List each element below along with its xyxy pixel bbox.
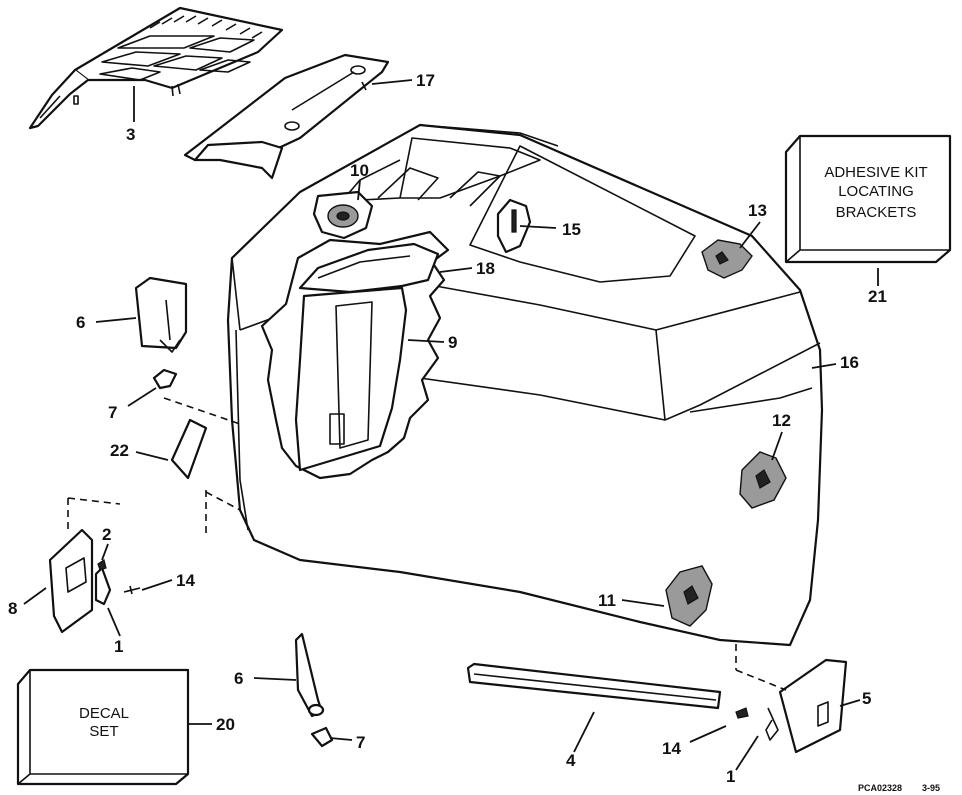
callout-9: 9 [448,333,457,352]
callout-14-left: 14 [176,571,195,590]
figure-code-date: 3-95 [922,783,940,793]
screw-part-14b [735,707,749,719]
callout-7-lower: 7 [356,733,365,752]
callout-14-right: 14 [662,739,681,758]
vent-grille-part [28,6,284,130]
patch-11 [665,565,713,627]
callout-21: 21 [868,287,887,306]
decal-plate-part [170,418,208,480]
grommet-part [312,190,374,240]
leader-lines [23,79,879,771]
figure-code-id: PCA02328 [858,783,902,793]
decal-set-line-1: DECAL [79,705,129,722]
latch-plate-part [496,198,532,254]
plug-lower-part [310,726,334,748]
clip-part-1b [765,707,779,741]
callout-20: 20 [216,715,235,734]
grille-slots [99,15,263,81]
adhesive-kit-line-3: BRACKETS [836,204,917,221]
callout-1-right: 1 [726,767,735,786]
trim-strip-part [466,662,722,710]
callout-4: 4 [566,751,576,770]
bracket-part [48,528,112,634]
adhesive-kit-line-2: LOCATING [838,183,914,200]
callout-22: 22 [110,441,129,460]
decal-set-line-2: SET [89,723,118,740]
callout-1-left: 1 [114,637,123,656]
latch-plate-lower-part [778,658,848,754]
callout-8: 8 [8,599,17,618]
callout-5: 5 [862,689,871,708]
callout-13: 13 [748,201,767,220]
callout-17: 17 [416,71,435,90]
screw-part-14a [123,585,141,595]
callout-16: 16 [840,353,859,372]
patch-13 [701,239,753,279]
side-panel-upper-part [134,276,188,353]
callout-2: 2 [102,525,111,544]
side-panel-lower-part [294,632,325,718]
callout-12: 12 [772,411,791,430]
decal-set-box: DECAL SET [16,668,190,786]
adhesive-kit-box: ADHESIVE KIT LOCATING BRACKETS [784,134,952,264]
callout-18: 18 [476,259,495,278]
callout-7-upper: 7 [108,403,117,422]
callout-6-lower: 6 [234,669,243,688]
patch-12 [739,451,787,509]
adhesive-kit-line-1: ADHESIVE KIT [824,164,927,181]
dashed-assembly-lines [67,397,787,691]
callout-3: 3 [126,125,135,144]
callout-labels: 3 17 10 15 13 21 18 6 9 16 7 12 22 2 14 … [8,71,887,786]
callout-15: 15 [562,220,581,239]
plug-upper-part [152,368,178,390]
clip-part-2 [97,559,107,571]
figure-code: PCA02328 3-95 [858,783,940,793]
callout-10: 10 [350,161,369,180]
cutaway-interior [260,230,450,480]
callout-11: 11 [598,591,616,610]
top-cover-part [183,53,390,180]
callout-6-upper: 6 [76,313,85,332]
